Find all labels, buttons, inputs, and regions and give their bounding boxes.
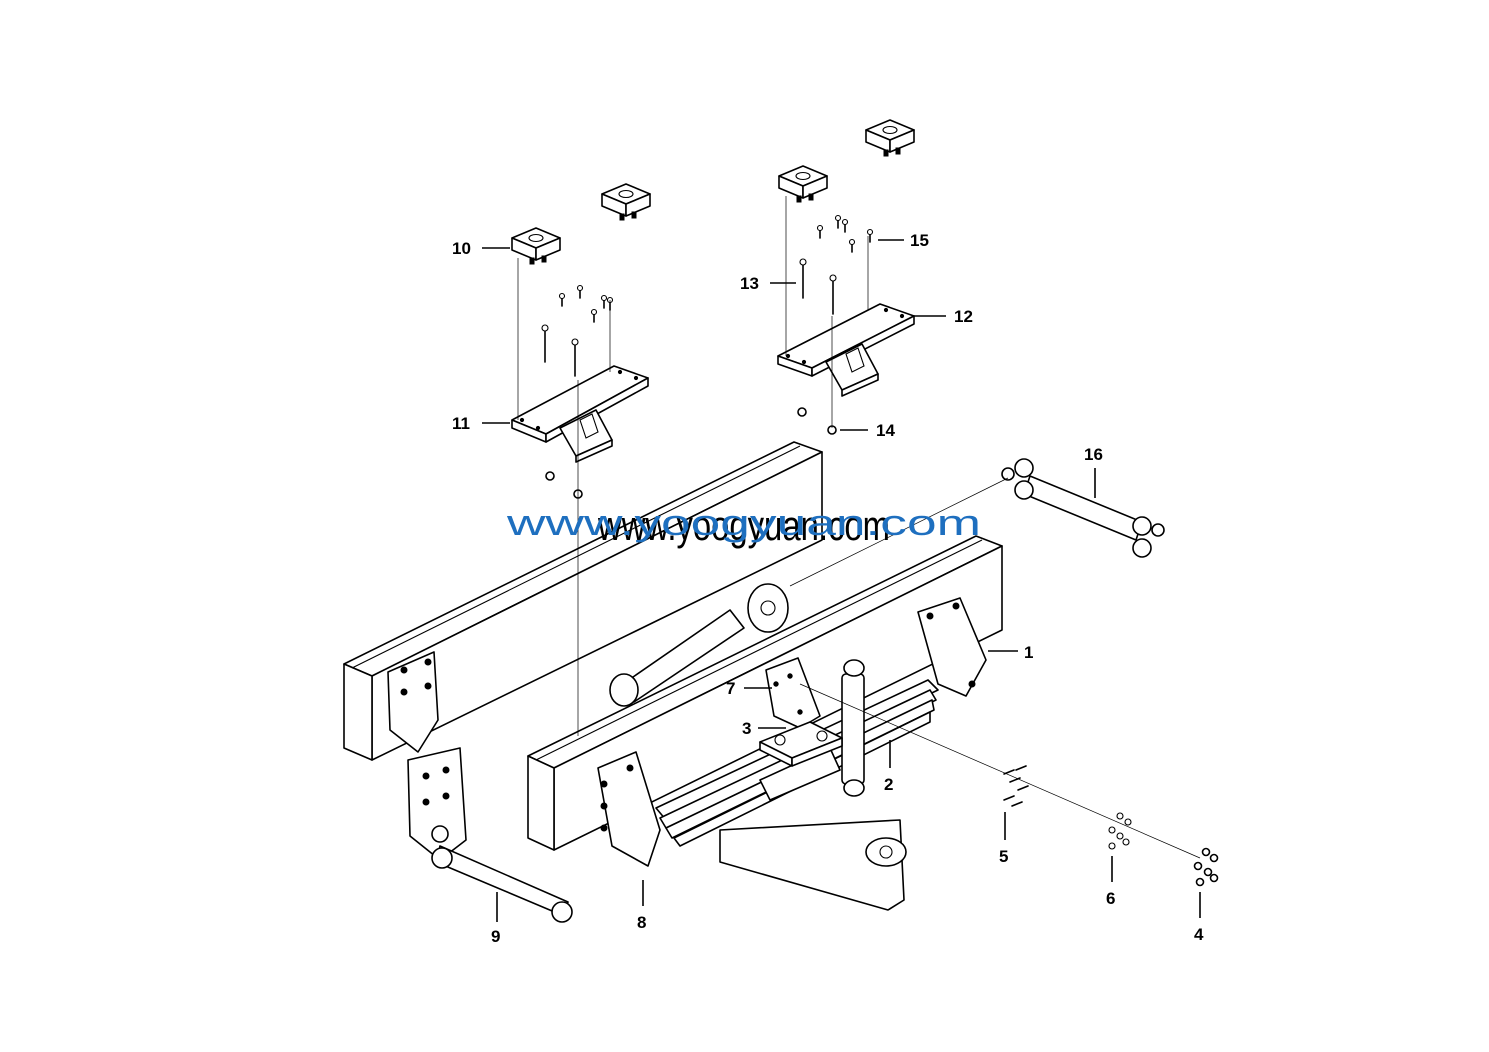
torque-rod-center (609, 583, 789, 707)
callout-14: 14 (876, 421, 895, 440)
lower-hanger (407, 747, 467, 861)
frame-rail-rear (343, 441, 823, 761)
shock-absorber (841, 659, 865, 797)
washers-6 (1108, 812, 1132, 850)
callout-15: 15 (910, 231, 929, 250)
callout-12: 12 (954, 307, 973, 326)
callout-16: 16 (1084, 445, 1103, 464)
bolts-5 (1003, 765, 1029, 807)
support-bracket-12 (777, 303, 915, 397)
callout-labels: 10 11 12 13 14 15 16 1 2 3 7 5 6 4 8 9 (452, 231, 1204, 946)
torque-rod-9 (431, 825, 573, 923)
rubber-mount-right (778, 165, 828, 203)
bolts-right-bracket (799, 214, 874, 315)
rubber-mount-10 (511, 227, 561, 265)
callout-10: 10 (452, 239, 471, 258)
callout-6: 6 (1106, 889, 1115, 908)
callout-9: 9 (491, 927, 500, 946)
spring-hanger-8 (597, 751, 661, 867)
callout-5: 5 (999, 847, 1008, 866)
spring-hanger-rear (387, 651, 439, 753)
callout-3: 3 (742, 719, 751, 738)
callout-2: 2 (884, 775, 893, 794)
callout-1: 1 (1024, 643, 1033, 662)
torque-rod-16 (1001, 458, 1165, 558)
watermark-blue-text: www.yoogyuan.com (506, 502, 981, 543)
bolts-left-bracket (541, 284, 614, 377)
support-bracket-11 (511, 365, 649, 463)
callout-7: 7 (726, 679, 735, 698)
explosion-guide-lines (517, 196, 1201, 859)
callout-11: 11 (452, 414, 470, 433)
ubolt-plate-3 (759, 721, 843, 767)
rubber-mount-left-far (601, 183, 651, 221)
callout-leader-lines (482, 239, 1201, 922)
rubber-mount-far-right (865, 119, 915, 157)
callout-4: 4 (1194, 925, 1204, 944)
spring-hanger-1 (917, 597, 987, 697)
axle-beam (719, 819, 907, 911)
watermark: www.yoogyuan.com www.yoogyuan.com (506, 502, 981, 549)
callout-8: 8 (637, 913, 646, 932)
watermark-black-text: www.yoogyuan.com (597, 502, 890, 549)
nuts-4 (1193, 847, 1219, 887)
callout-13: 13 (740, 274, 759, 293)
